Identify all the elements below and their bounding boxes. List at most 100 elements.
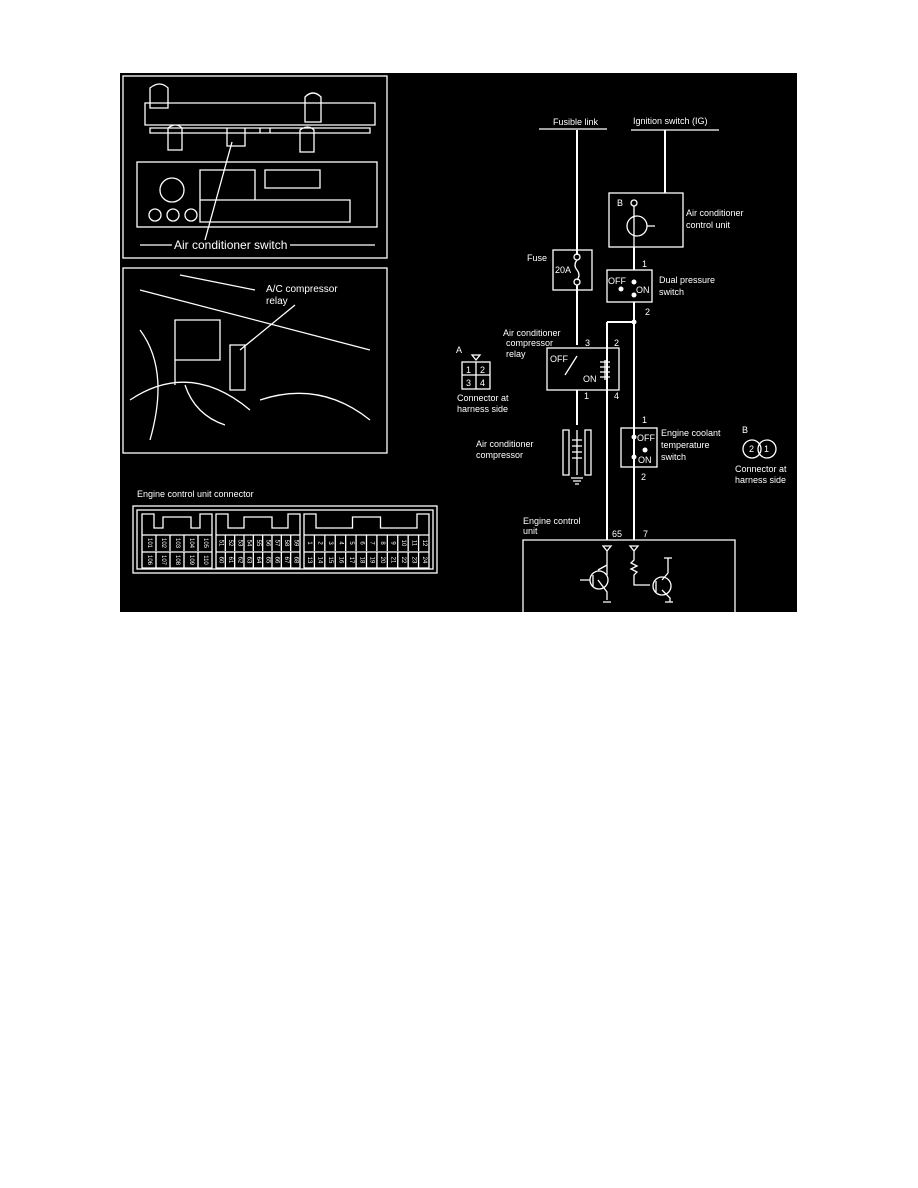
ecu-pin: 11 <box>410 540 416 547</box>
ecu-label-1: Engine control <box>523 516 581 526</box>
ecu-pin: 17 <box>348 557 354 564</box>
connector-a-pin: 1 <box>466 365 471 375</box>
ecu-pin: 103 <box>174 538 180 549</box>
connector-b-label-1: Connector at <box>735 464 787 474</box>
ecu-pin: 110 <box>202 555 208 565</box>
ecu-pin: 10 <box>400 540 406 547</box>
ecu-pin-65: 65 <box>612 529 622 539</box>
ecu-pin: 63 <box>246 557 252 564</box>
coolant-switch-on: ON <box>638 455 652 465</box>
ecu-pin: 14 <box>317 557 323 564</box>
ecu-pin: 56 <box>264 540 270 547</box>
connector-a-pin: 2 <box>480 365 485 375</box>
relay-label-2: compressor <box>506 338 553 348</box>
connector-b-id: B <box>742 425 748 435</box>
ecu-pin: 54 <box>246 540 252 547</box>
ecu-pin: 107 <box>160 555 166 566</box>
ecu-pin: 21 <box>390 557 396 564</box>
ignition-switch-label: Ignition switch (IG) <box>633 116 708 126</box>
connector-a-label-1: Connector at <box>457 393 509 403</box>
dual-switch-label-2: switch <box>659 287 684 297</box>
ecu-pin: 52 <box>227 540 233 547</box>
connector-a-id: A <box>456 345 462 355</box>
coolant-switch-off: OFF <box>637 433 655 443</box>
ecu-connector-title: Engine control unit connector <box>137 489 254 499</box>
ac-switch-illustration: Air conditioner switch <box>122 75 388 259</box>
engine-control-unit: Engine control unit 65 7 <box>522 516 736 612</box>
coolant-temperature-switch: OFF ON 1 2 Engine coolant temperature sw… <box>620 415 721 482</box>
ecu-pin: 62 <box>236 557 242 564</box>
fuse-rating: 20A <box>555 265 571 275</box>
connector-b: B 2 1 Connector at harness side <box>735 425 787 485</box>
relay-label-3: relay <box>506 349 526 359</box>
ecu-pin: 57 <box>274 540 280 547</box>
ecu-label-2: unit <box>523 526 538 536</box>
ac-relay-label-1: A/C compressor <box>266 284 338 295</box>
ecu-pin: 102 <box>160 538 166 549</box>
coolant-switch-pin-1: 1 <box>642 415 647 425</box>
connector-a: A 1 2 3 4 Connector at harness side <box>456 345 509 414</box>
dual-switch-off: OFF <box>608 276 626 286</box>
ecu-pin: 7 <box>369 541 375 545</box>
ecu-pin: 109 <box>188 555 194 566</box>
ac-compressor: Air conditioner compressor <box>476 429 592 485</box>
ecu-pin: 13 <box>306 557 312 564</box>
ecu-pin: 24 <box>421 557 427 564</box>
dual-switch-pin-2: 2 <box>645 307 650 317</box>
fuse: Fuse 20A <box>527 249 593 291</box>
ecu-pin: 104 <box>188 538 194 549</box>
ecu-pin: 53 <box>236 540 242 547</box>
ecu-pin-7: 7 <box>643 529 648 539</box>
ecu-pin: 1 <box>306 541 312 545</box>
coolant-switch-label-3: switch <box>661 452 686 462</box>
fuse-label: Fuse <box>527 253 547 263</box>
connector-b-label-2: harness side <box>735 475 786 485</box>
ecu-pin: 19 <box>369 557 375 564</box>
coolant-switch-label-2: temperature <box>661 440 710 450</box>
relay-pin-1: 1 <box>584 391 589 401</box>
compressor-label-1: Air conditioner <box>476 439 534 449</box>
ecu-connector-block <box>215 513 301 569</box>
ecu-pin: 6 <box>358 541 364 545</box>
ecu-pin: 51 <box>218 540 224 547</box>
ecu-pin: 61 <box>227 557 233 564</box>
ecu-pin: 105 <box>202 538 208 549</box>
connector-a-pin: 4 <box>480 378 485 388</box>
ecu-pin: 5 <box>348 541 354 545</box>
ac-relay-illustration: A/C compressor relay <box>122 267 388 454</box>
ecu-pin: 65 <box>264 557 270 564</box>
ecu-pin: 18 <box>358 557 364 564</box>
connector-b-pin: 2 <box>749 444 754 454</box>
dual-switch-label-1: Dual pressure <box>659 275 715 285</box>
relay-off: OFF <box>550 354 568 364</box>
ac-control-unit-label-2: control unit <box>686 220 731 230</box>
compressor-relay: OFF ON 3 2 1 4 Air conditioner compresso… <box>503 328 620 401</box>
ecu-pin: 9 <box>390 541 396 545</box>
ecu-pin: 60 <box>218 557 224 564</box>
dual-switch-on: ON <box>636 285 650 295</box>
ac-control-unit: B Air conditioner control unit <box>608 192 744 248</box>
ecu-pin: 59 <box>292 540 298 547</box>
ac-control-unit-label-1: Air conditioner <box>686 208 744 218</box>
fusible-link-label: Fusible link <box>553 117 599 127</box>
connector-a-pin: 3 <box>466 378 471 388</box>
ecu-pin: 4 <box>337 541 343 545</box>
ecu-connector-block <box>141 513 213 569</box>
ac-switch-label: Air conditioner switch <box>174 238 287 252</box>
relay-pin-4: 4 <box>614 391 619 401</box>
figure-background <box>120 73 797 612</box>
ecu-pin: 15 <box>327 557 333 564</box>
ecu-pin: 2 <box>317 541 323 545</box>
ecu-pin: 12 <box>421 540 427 547</box>
relay-label-1: Air conditioner <box>503 328 561 338</box>
ecu-pin: 101 <box>146 538 152 549</box>
ac-control-unit-terminal: B <box>617 198 623 208</box>
ecu-pin: 20 <box>379 557 385 564</box>
ecu-pin: 3 <box>327 541 333 545</box>
ecu-pin: 55 <box>255 540 261 547</box>
connector-a-label-2: harness side <box>457 404 508 414</box>
ecu-pin: 106 <box>146 555 152 566</box>
